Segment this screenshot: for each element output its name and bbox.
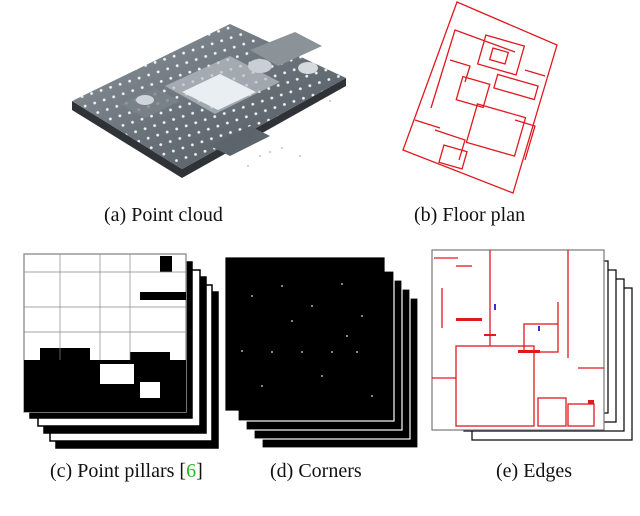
caption-c-text: (c) Point pillars [ xyxy=(50,460,187,482)
caption-d: (d) Corners xyxy=(270,460,362,482)
floor-plan-image xyxy=(395,0,565,200)
citation-link[interactable]: 6 xyxy=(186,460,197,482)
caption-b: (b) Floor plan xyxy=(414,204,526,226)
corners-stack xyxy=(222,256,422,456)
edges-stack xyxy=(428,248,636,448)
point-pillars-stack xyxy=(10,252,220,452)
caption-e: (e) Edges xyxy=(496,460,573,482)
point-cloud-image xyxy=(60,6,350,191)
caption-c-close: ] xyxy=(196,460,203,482)
caption-c: (c) Point pillars [6] xyxy=(50,460,203,483)
caption-a: (a) Point cloud xyxy=(104,204,223,226)
